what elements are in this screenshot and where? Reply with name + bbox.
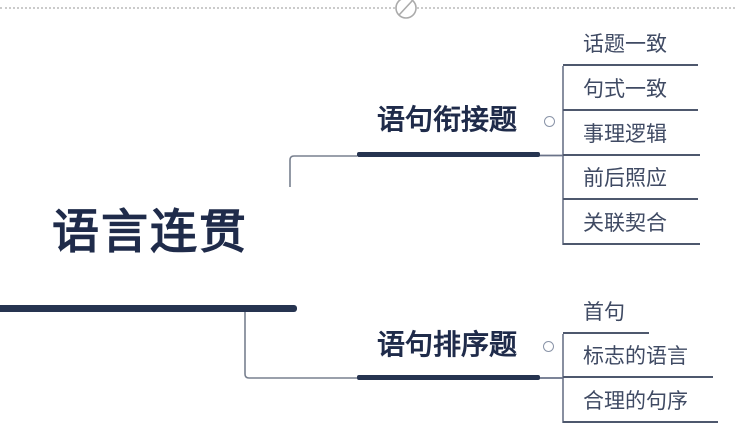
child-node[interactable]: 事理逻辑 [563, 123, 700, 156]
connector-root-to-branch1 [289, 155, 357, 187]
circle-slash-icon[interactable] [395, 0, 417, 19]
root-node-underline [0, 305, 297, 312]
branch-node-1[interactable]: 语句衔接题 [377, 104, 518, 135]
branch2-underline [357, 375, 540, 380]
child-node[interactable]: 句式一致 [563, 78, 698, 111]
root-node[interactable]: 语言连贯 [52, 205, 248, 258]
branch1-collapse-toggle[interactable] [544, 116, 555, 127]
child-node[interactable]: 话题一致 [563, 33, 698, 66]
connector-root-to-branch2 [244, 312, 357, 379]
child-node[interactable]: 标志的语言 [563, 345, 713, 378]
child-node[interactable]: 首句 [563, 301, 649, 334]
branch-node-2[interactable]: 语句排序题 [377, 329, 518, 360]
branch1-underline [357, 152, 540, 157]
branch2-collapse-toggle[interactable] [543, 341, 554, 352]
child-node[interactable]: 合理的句序 [563, 390, 718, 423]
child-node[interactable]: 前后照应 [563, 167, 698, 200]
child-node[interactable]: 关联契合 [563, 212, 700, 245]
canvas-clip-border [0, 7, 735, 9]
